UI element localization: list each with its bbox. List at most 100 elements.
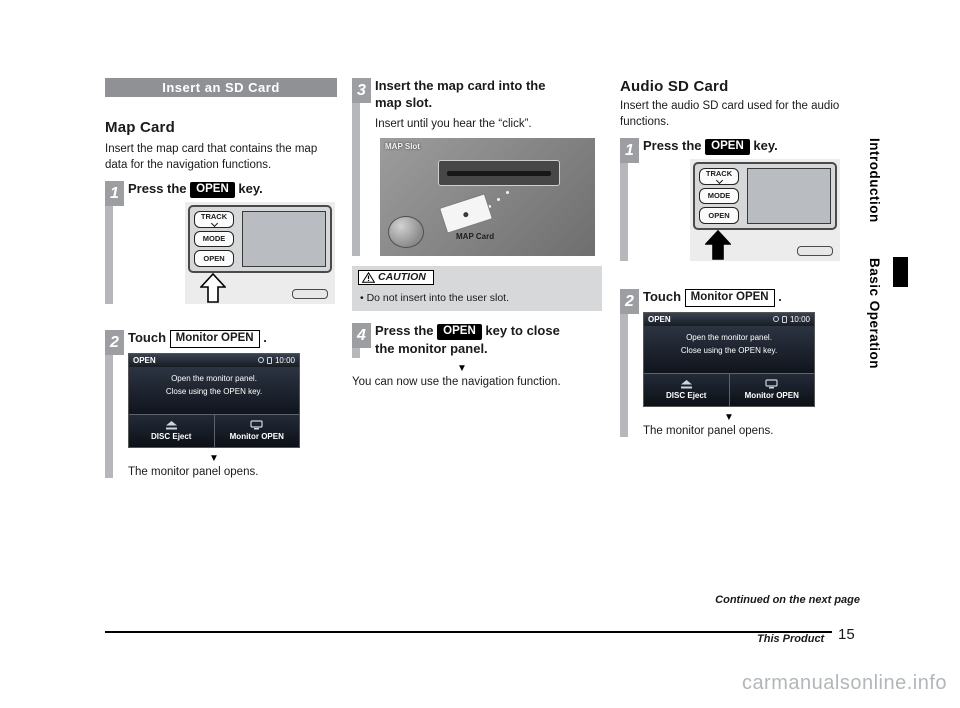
step-result: The monitor panel opens. (128, 465, 259, 478)
watermark: carmanualsonline.info (741, 672, 947, 694)
step-bar (352, 78, 360, 256)
step-note: Insert until you hear the “click”. (375, 117, 532, 130)
step-instruction: Press the OPEN key. (128, 181, 342, 199)
caution-box: CAUTION • Do not insert into the user sl… (352, 265, 602, 311)
caution-label: CAUTION (358, 270, 434, 286)
chapter-tab-basic-operation: Basic Operation (867, 258, 882, 370)
guide-dot (497, 197, 500, 201)
sd-card-icon (781, 315, 787, 323)
chevron-down-icon (715, 177, 723, 185)
step-number: 1 (105, 181, 124, 207)
eject-icon (680, 379, 692, 389)
map-card-label: MAP Card (456, 231, 495, 241)
step-bar (105, 329, 113, 478)
step-instruction: Insert the map card into the map slot. (375, 78, 546, 110)
screen-message-line1: Open the monitor panel. (171, 373, 257, 383)
up-arrow-icon (200, 272, 226, 303)
open-key-panel-illustration: TRACK MODE OPEN (185, 201, 335, 304)
step-bar (620, 288, 628, 437)
screen-buttons: DISC Eject Monitor OPEN (129, 413, 299, 447)
step-1: 1 Press the OPEN key. TRACK MODE OPEN (105, 181, 342, 304)
step-text: . (778, 288, 782, 304)
page-number: 15 (838, 626, 855, 643)
knob-detail (388, 215, 424, 248)
step-2: 2 Touch Monitor OPEN . OPEN 10:00 Open t… (105, 329, 342, 478)
track-key: TRACK (194, 210, 234, 228)
caution-text: • Do not insert into the user slot. (360, 291, 509, 304)
screen-message-line1: Open the monitor panel. (686, 332, 772, 342)
step-text: Press the (643, 138, 702, 154)
open-key: OPEN (194, 250, 234, 267)
open-key-label: OPEN (203, 253, 225, 263)
map-slot (438, 159, 560, 186)
disc-eject-label: DISC Eject (151, 431, 192, 441)
monitor-open-key-label: Monitor OPEN (169, 329, 260, 348)
map-card (439, 193, 493, 234)
open-key-label: OPEN (705, 139, 750, 155)
step-instruction: Touch Monitor OPEN . (128, 329, 342, 349)
disc-icon (772, 316, 779, 323)
step-2: 2 Touch Monitor OPEN . OPEN 10:00 Open t… (620, 288, 862, 437)
card-dot (462, 211, 469, 218)
screen-message: Open the monitor panel. Close using the … (129, 366, 299, 414)
disc-eject-button: DISC Eject (129, 414, 214, 447)
heading-audio-sd: Audio SD Card (620, 78, 729, 95)
step-instruction: Press the OPEN key. (643, 138, 862, 156)
monitor-open-screen-illustration: OPEN 10:00 Open the monitor panel. Close… (128, 352, 300, 448)
step-text: . (263, 329, 267, 345)
monitor-open-screen-illustration: OPEN 10:00 Open the monitor panel. Close… (643, 311, 815, 407)
eject-icon (165, 420, 177, 430)
chapter-tab-marker (893, 257, 908, 287)
disc-icon (257, 357, 264, 364)
mode-key: MODE (194, 230, 234, 248)
step-number: 4 (352, 322, 371, 348)
step-number: 2 (620, 288, 639, 314)
mode-key: MODE (699, 187, 739, 205)
open-key: OPEN (699, 207, 739, 224)
monitor-icon (765, 379, 778, 389)
open-key-panel-illustration: TRACK MODE OPEN (690, 158, 840, 261)
screen-header: OPEN 10:00 (129, 353, 299, 367)
monitor-open-key-label: Monitor OPEN (684, 288, 775, 307)
head-unit: TRACK MODE OPEN (188, 204, 332, 273)
screen-open-label: OPEN (133, 355, 156, 365)
down-marker: ▼ (209, 452, 219, 464)
track-key: TRACK (699, 167, 739, 185)
guide-dot (488, 204, 491, 208)
step-text: Press the (128, 181, 187, 197)
chapter-tab-introduction: Introduction (867, 138, 882, 223)
open-key-label: OPEN (437, 323, 482, 340)
column-map-card: Insert an SD Card Map Card Insert the ma… (105, 78, 342, 478)
open-key-label: OPEN (190, 182, 235, 198)
step-text: Touch (643, 288, 682, 304)
down-marker: ▼ (724, 411, 734, 423)
section-title: Insert an SD Card (105, 78, 337, 97)
footer-rule (105, 631, 832, 633)
open-key-label: OPEN (708, 210, 730, 220)
screen-open-label: OPEN (648, 314, 671, 324)
monitor-open-button: Monitor OPEN (213, 414, 299, 447)
step-text: Press the (375, 322, 434, 338)
step-number: 2 (105, 329, 124, 355)
continued-note: Continued on the next page (715, 594, 860, 606)
monitor-open-label: Monitor OPEN (229, 432, 284, 442)
sd-card-icon (266, 356, 272, 364)
monitor-icon (250, 420, 263, 430)
key-column: TRACK MODE OPEN (190, 207, 238, 271)
device-screen (242, 210, 326, 267)
screen-message-line2: Close using the OPEN key. (165, 386, 263, 396)
disc-eject-label: DISC Eject (666, 390, 707, 400)
monitor-open-label: Monitor OPEN (744, 391, 799, 401)
screen-header: OPEN 10:00 (644, 312, 814, 326)
screen-status: 10:00 (772, 315, 810, 324)
key-column: TRACK MODE OPEN (695, 164, 743, 228)
down-marker: ▼ (457, 362, 467, 374)
step-result: The monitor panel opens. (643, 424, 774, 437)
step-number: 1 (620, 138, 639, 164)
screen-status: 10:00 (257, 355, 295, 365)
guide-dot (506, 190, 509, 194)
monitor-open-button: Monitor OPEN (728, 373, 814, 406)
screen-clock: 10:00 (274, 355, 295, 365)
step-result: You can now use the navigation function. (352, 375, 561, 388)
step-bar (620, 138, 628, 261)
